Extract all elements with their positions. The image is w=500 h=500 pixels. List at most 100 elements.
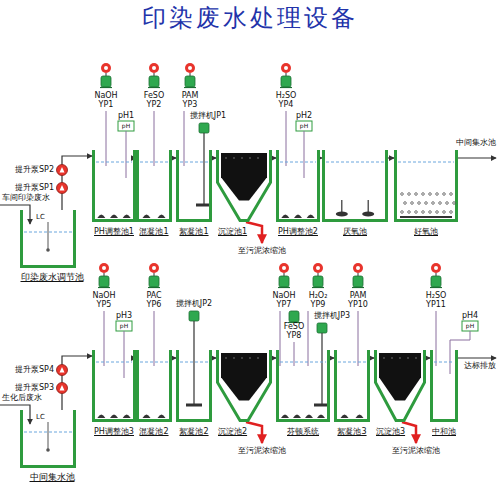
air-bubble <box>411 202 414 205</box>
alarm-valve <box>431 263 441 273</box>
alarm-valve <box>152 66 156 70</box>
ph-probe-label: pH <box>122 123 130 129</box>
air-bubble <box>422 193 425 196</box>
pit-box: 中间集水池 <box>12 410 92 482</box>
air-bubble <box>436 193 439 196</box>
water-level <box>24 232 72 233</box>
pump-pipe <box>154 73 155 76</box>
lift-pump <box>57 365 68 376</box>
chemical-label: FeSO <box>284 323 304 331</box>
air-bubble <box>432 202 435 205</box>
lift-pump <box>57 165 68 176</box>
aerator <box>123 415 131 419</box>
tank-outline <box>276 350 330 422</box>
tank-outline <box>322 150 388 222</box>
dosing-pump <box>99 276 109 287</box>
mixer-impeller <box>186 404 202 407</box>
tank-wall <box>278 150 319 221</box>
chemical-label: NaOH <box>92 292 115 300</box>
dosing-line <box>104 311 105 366</box>
dosing-pump-label: YP11 <box>426 301 446 309</box>
tank-outline <box>176 350 212 422</box>
alarm-valve <box>282 266 286 270</box>
aerator <box>341 415 349 419</box>
pump-base <box>184 87 196 88</box>
air-bubble <box>404 202 407 205</box>
tank-name: 中间集水池 <box>30 472 75 482</box>
mixer-label: 搅拌机JP3 <box>314 312 350 320</box>
air-bubble <box>443 211 446 214</box>
air-bubble <box>408 211 411 214</box>
outflow-pipe <box>458 357 496 358</box>
inflow-pipe <box>0 205 30 224</box>
tank-name: PH调整池2 <box>278 227 318 236</box>
tank-name: 絮凝池3 <box>337 427 366 436</box>
inflow-label: 车间印染废水 <box>2 194 50 202</box>
tank-box: 混凝池2 <box>136 350 172 436</box>
tank-wall <box>278 350 329 421</box>
blanket-dot <box>233 357 235 359</box>
ph-probe-label: pH <box>120 323 128 329</box>
alarm-valve <box>281 63 291 73</box>
dosing-line <box>436 311 437 366</box>
pump-pipe <box>154 273 155 276</box>
diffuser-pipe <box>400 216 452 218</box>
aerator <box>307 215 315 219</box>
mixer-motor <box>189 311 199 321</box>
dosing-pump <box>279 276 289 287</box>
pump-base <box>312 287 324 288</box>
mixer-label: 搅拌机JP1 <box>190 112 226 120</box>
outflow-pipe <box>458 157 496 158</box>
blanket-dot <box>225 157 227 159</box>
air-bubble <box>408 193 411 196</box>
water-level <box>338 362 366 363</box>
pump-base <box>148 87 160 88</box>
sludge-outlet-label: 至污泥浓缩池 <box>238 447 286 455</box>
water-level <box>140 362 168 363</box>
dosing-pump-label: YP9 <box>311 301 326 309</box>
alarm-valve <box>188 66 192 70</box>
flow-pipe <box>62 156 92 210</box>
ph-probe-box <box>118 121 134 131</box>
alarm-valve <box>356 266 360 270</box>
aerator <box>305 415 313 419</box>
blanket-dot <box>415 357 417 359</box>
flow-pipe <box>426 357 430 358</box>
tank-name: 印染废水调节池 <box>21 272 84 282</box>
dosing-pump-label: YP2 <box>147 101 162 109</box>
aerator <box>97 215 105 219</box>
tank-name: 沉淀池1 <box>218 227 247 236</box>
dosing-line <box>154 311 155 366</box>
tank-outline <box>92 350 136 422</box>
tank-wall <box>432 350 457 421</box>
tank-name: 中和池 <box>432 427 456 436</box>
tank-name: 芬顿系统 <box>287 427 319 436</box>
flow-pipe <box>172 357 176 358</box>
air-bubble <box>439 202 442 205</box>
pump-pipe <box>104 273 105 276</box>
blanket-dot <box>391 357 393 359</box>
alarm-valve <box>434 266 438 270</box>
blanket-dot <box>241 357 243 359</box>
water-level <box>180 362 208 363</box>
tank-box: PH调整池3 <box>92 350 136 436</box>
dosing-pump-label: YP5 <box>97 301 112 309</box>
aerator <box>293 415 301 419</box>
dosing-pump-label: YP8 <box>287 332 302 340</box>
water-level <box>434 362 454 363</box>
flow-pipe <box>272 357 276 358</box>
ph-meter-label: pH3 <box>116 312 132 320</box>
inflow-pipe <box>0 405 30 424</box>
sludge-outlet-label: 至污泥浓缩池 <box>238 247 286 255</box>
blanket-dot <box>225 357 227 359</box>
tank-outline <box>12 410 92 468</box>
blanket-dot <box>257 357 259 359</box>
aerator <box>143 215 151 219</box>
sludge-pipe <box>246 222 262 243</box>
settler-wall <box>376 350 425 421</box>
ph-meter-label: pH2 <box>296 112 312 120</box>
tank-outline <box>216 150 272 222</box>
air-bubble <box>401 211 404 214</box>
dosing-line <box>358 311 359 366</box>
lift-pump <box>60 185 65 191</box>
